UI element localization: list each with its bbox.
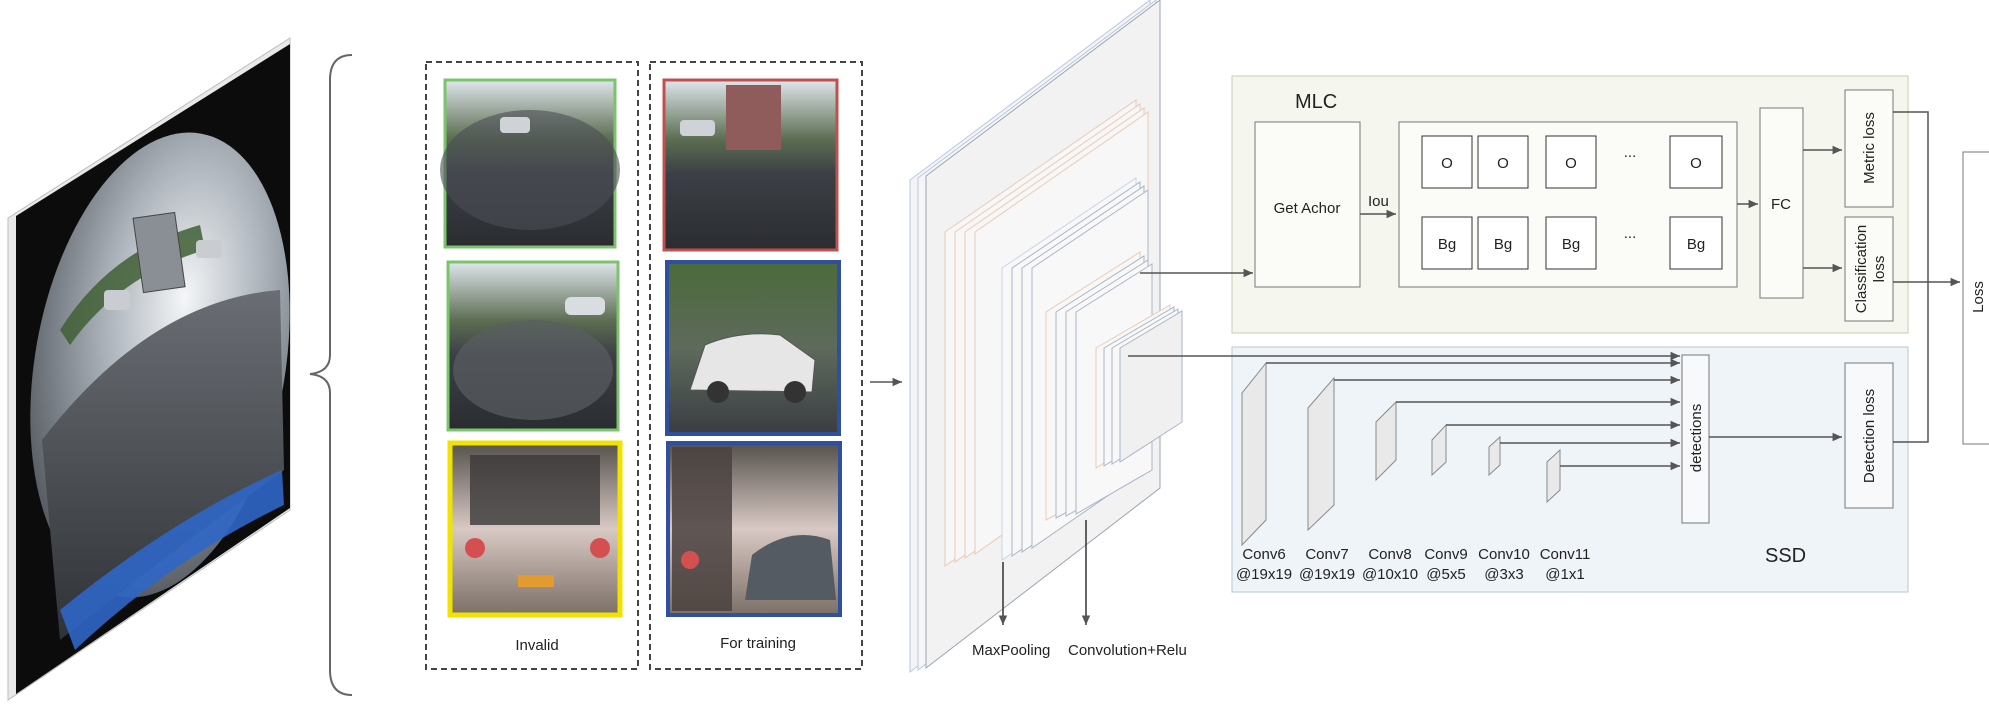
- metric-loss-box: [1844, 89, 1894, 208]
- background-cell: [1545, 216, 1597, 270]
- fc-label: FC: [1771, 196, 1791, 213]
- object-cell-label: O: [1441, 155, 1453, 172]
- background-cell-label: Bg: [1494, 236, 1512, 253]
- object-cell: [1421, 135, 1473, 189]
- classification-loss-box: [1844, 216, 1894, 322]
- classification-loss-line1: Classification: [1853, 225, 1870, 313]
- ssd-panel: [1231, 346, 1909, 593]
- loss-merge-lines: [1893, 111, 1960, 443]
- background-cell: [1477, 216, 1529, 270]
- detections-label: detections: [1688, 404, 1705, 472]
- object-cell: [1477, 135, 1529, 189]
- conv-relu-label: Convolution+Relu: [1068, 642, 1187, 659]
- conv9-map: [1431, 423, 1447, 477]
- metric-loss-label: Metric loss: [1861, 112, 1878, 184]
- object-cell: [1669, 135, 1723, 189]
- detection-loss-label: Detection loss: [1861, 389, 1878, 483]
- mlc-title: MLC: [1295, 91, 1337, 113]
- conv10-map: [1488, 435, 1501, 477]
- object-cell-label: O: [1690, 155, 1702, 172]
- ssd-to-detections-arrows: [1266, 358, 1680, 471]
- training-crop-2: [665, 260, 841, 436]
- conv11-map: [1546, 448, 1561, 504]
- total-loss-box: [1962, 151, 1989, 445]
- input-fisheye-image: [7, 37, 291, 701]
- object-cells: O O O ... O: [1421, 135, 1723, 189]
- ssd-layer-name: Conv11: [1540, 546, 1591, 563]
- conv8-map: [1375, 400, 1397, 482]
- training-label: For training: [720, 635, 796, 652]
- classification-loss-line2: loss: [1871, 256, 1888, 283]
- background-cell-label: Bg: [1562, 236, 1580, 253]
- detections-box: [1681, 354, 1710, 524]
- conv7-map: [1307, 376, 1335, 532]
- object-cell-label: O: [1565, 155, 1577, 172]
- total-loss-label: Loss: [1970, 281, 1987, 313]
- invalid-crop-2: [446, 260, 620, 432]
- ssd-layer-name: Conv6: [1242, 546, 1285, 563]
- invalid-group-frame: [425, 61, 639, 670]
- ssd-layer-labels: Conv6 @19x19 Conv7 @19x19 Conv8 @10x10 C…: [1236, 546, 1590, 583]
- ssd-layer-size: @3x3: [1484, 566, 1523, 583]
- background-cell-label: Bg: [1687, 236, 1705, 253]
- background-cell-ellipsis: ...: [1624, 225, 1637, 242]
- ssd-layer-name: Conv9: [1424, 546, 1467, 563]
- get-anchor-box: [1254, 121, 1361, 288]
- background-cell: [1669, 216, 1723, 270]
- ssd-layer-name: Conv8: [1368, 546, 1411, 563]
- ssd-layer-size: @5x5: [1426, 566, 1465, 583]
- ssd-layer-name: Conv10: [1478, 546, 1530, 563]
- training-group-frame: [649, 61, 863, 670]
- iou-label: Iou: [1368, 193, 1389, 210]
- object-cell-ellipsis: ...: [1624, 144, 1637, 161]
- maxpool-label: MaxPooling: [972, 642, 1050, 659]
- training-crop-1: [662, 78, 839, 252]
- detection-loss-box: [1844, 362, 1894, 509]
- backbone-stack: [909, 0, 1183, 673]
- ssd-layer-size: @10x10: [1362, 566, 1418, 583]
- background-cell-label: Bg: [1438, 236, 1456, 253]
- invalid-label: Invalid: [515, 637, 558, 654]
- background-cell: [1421, 216, 1473, 270]
- grouping-brace: [309, 54, 353, 696]
- invalid-crop-1: [440, 78, 620, 249]
- object-cell-label: O: [1497, 155, 1509, 172]
- object-cell: [1545, 135, 1597, 189]
- get-anchor-label: Get Achor: [1274, 200, 1341, 217]
- ssd-layer-size: @19x19: [1236, 566, 1292, 583]
- ssd-layer-name: Conv7: [1305, 546, 1348, 563]
- fc-box: [1759, 107, 1804, 299]
- training-crop-3: [666, 441, 842, 617]
- ssd-title: SSD: [1765, 545, 1806, 567]
- ssd-layer-size: @19x19: [1299, 566, 1355, 583]
- background-cells: Bg Bg Bg ... Bg: [1421, 216, 1723, 270]
- ssd-layer-size: @1x1: [1545, 566, 1584, 583]
- ssd-feature-maps: [1241, 361, 1561, 547]
- conv6-map: [1241, 361, 1267, 547]
- invalid-crop-3: [447, 440, 623, 618]
